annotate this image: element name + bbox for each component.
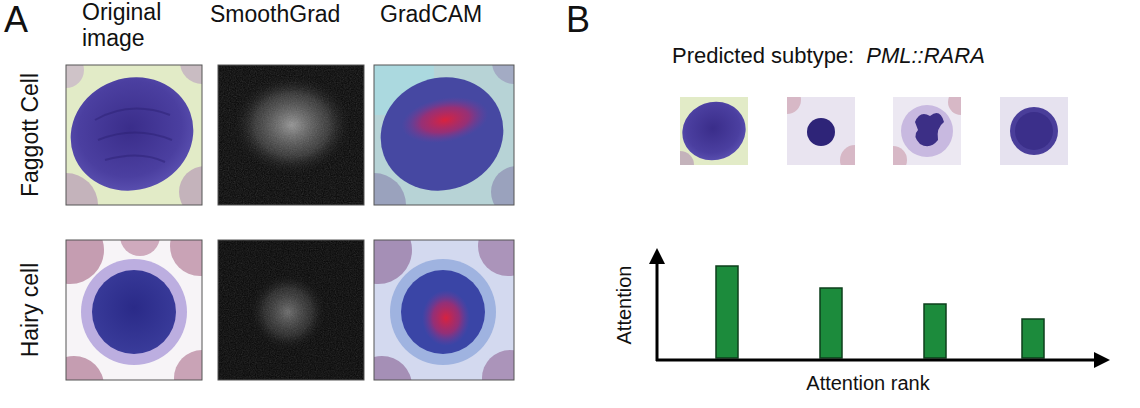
- attention-bars: [716, 266, 1044, 358]
- smoothgrad-map-part: [248, 272, 328, 352]
- cell-thumbnail: [893, 97, 961, 165]
- chart-axes: [649, 248, 1110, 368]
- cell-thumbnail-part: [787, 97, 801, 114]
- gradcam-map-part: [374, 356, 412, 380]
- smoothgrad-map-part: [230, 73, 354, 177]
- hairy-cell-image-part: [174, 350, 202, 380]
- smoothgrad-map-part: [218, 65, 364, 205]
- smoothgrad-map-part: [218, 240, 364, 380]
- panel-border: [66, 240, 202, 380]
- hairy-cell-image-part: [170, 240, 202, 276]
- attention-bar: [924, 304, 946, 358]
- faggot-cell-image-part: [179, 166, 202, 205]
- hairy-cell-image-part: [120, 240, 160, 256]
- hairy-cell-image-part: [66, 356, 104, 380]
- cell-thumbnail-part: [1000, 97, 1068, 165]
- gradcam-map-part: [374, 65, 514, 205]
- axis-arrowhead: [649, 248, 665, 264]
- panel-border: [374, 65, 514, 205]
- axis-title: Attention rank: [806, 372, 929, 394]
- axis-title: Attention: [613, 266, 635, 345]
- row-heading: Hairy cell: [18, 263, 44, 358]
- x-axis: [656, 359, 1096, 362]
- column-heading: SmoothGrad: [210, 2, 340, 28]
- panel-border: [66, 65, 202, 205]
- faggot-cell-image-part: [66, 65, 202, 205]
- faggot-cell-image: [66, 65, 202, 205]
- smoothgrad-map-part: [218, 240, 364, 380]
- panel-border: [218, 240, 364, 380]
- gradcam-map-part: [492, 65, 514, 84]
- column-heading: Original image: [82, 0, 194, 52]
- cell-thumbnail-part: [901, 105, 953, 157]
- gradcam-map-part: [401, 270, 485, 354]
- cell-thumbnail: [1000, 97, 1068, 165]
- cell-thumbnail: [787, 97, 855, 165]
- panel-border: [218, 65, 364, 205]
- cell-thumbnail-part: [1015, 112, 1053, 150]
- smoothgrad-map: [218, 240, 364, 380]
- hairy-cell-image-part: [81, 259, 187, 365]
- cell-thumbnail-part: [807, 118, 835, 146]
- faggot-cell-image-part: [180, 65, 202, 84]
- smoothgrad-map-part: [218, 65, 364, 205]
- attention-bar: [716, 266, 738, 358]
- cell-thumbnail-part: [948, 97, 961, 115]
- attention-bar: [820, 288, 842, 358]
- gradcam-map-part: [422, 290, 470, 346]
- cell-thumbnail: [680, 97, 748, 165]
- row-heading: Faggott Cell: [18, 73, 44, 197]
- smoothgrad-map: [218, 65, 364, 205]
- gradcam-map-part: [482, 350, 514, 380]
- gradcam-map-part: [491, 166, 514, 205]
- gradcam-map: [374, 65, 514, 205]
- panel-letter: A: [4, 0, 28, 40]
- gradcam-map-part: [390, 259, 496, 365]
- gradcam-map-part: [478, 240, 514, 276]
- hairy-cell-image-part: [92, 270, 176, 354]
- cell-thumbnail-part: [915, 113, 944, 146]
- hairy-cell-image: [66, 240, 202, 380]
- faggot-cell-image-part: [95, 109, 172, 162]
- attention-bar: [1022, 319, 1044, 358]
- panel-letter: B: [566, 0, 590, 40]
- panel-border: [374, 240, 514, 380]
- y-axis: [656, 262, 659, 361]
- column-heading: GradCAM: [380, 2, 482, 28]
- gradcam-map-part: [398, 91, 492, 150]
- faggot-cell-image-part: [66, 65, 84, 88]
- cell-thumbnail-part: [893, 146, 907, 165]
- cell-thumbnail-part: [840, 145, 855, 165]
- prediction-label: Predicted subtype:: [672, 44, 854, 69]
- axis-arrowhead: [1094, 352, 1110, 368]
- gradcam-map: [374, 240, 514, 380]
- cell-thumbnail-part: [680, 97, 748, 165]
- predicted-subtype: PML::RARA: [866, 44, 985, 69]
- cell-thumbnail-part: [1010, 107, 1058, 155]
